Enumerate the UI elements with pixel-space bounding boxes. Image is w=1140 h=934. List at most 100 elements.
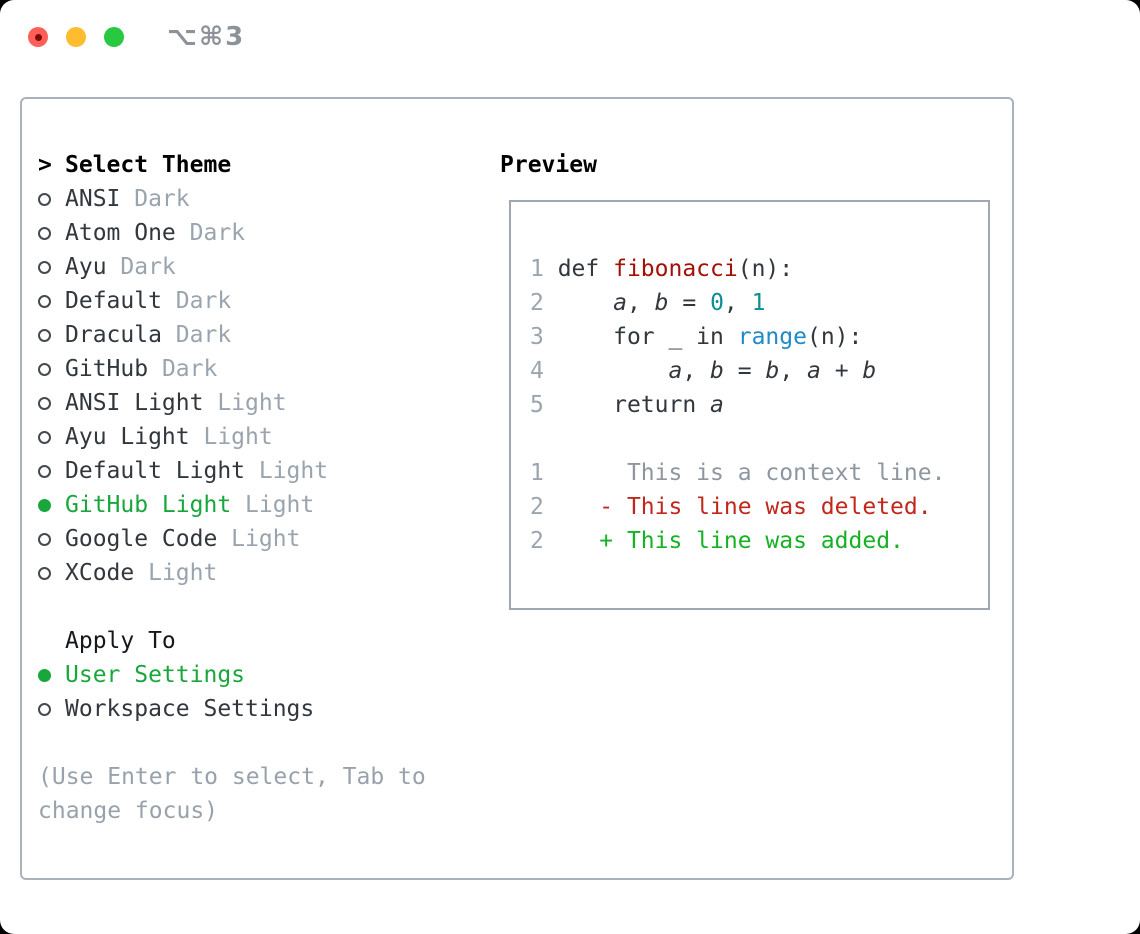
keyboard-shortcut-label: ⌥⌘3: [167, 22, 246, 52]
radio-icon: [38, 226, 51, 240]
unsaved-dot-icon: [34, 33, 42, 41]
prompt-caret-icon: >: [38, 152, 52, 178]
theme-name: Ayu Light: [65, 424, 190, 450]
theme-name: Default Light: [65, 458, 246, 484]
theme-option-dracula[interactable]: Dracula Dark: [38, 318, 478, 352]
code-token: =: [668, 290, 711, 316]
theme-variant: Dark: [161, 322, 232, 348]
theme-option-ansi-light[interactable]: ANSI Light Light: [38, 386, 478, 420]
theme-name: GitHub: [65, 356, 149, 382]
theme-name: ANSI Light: [65, 390, 204, 416]
code-token: a: [668, 358, 683, 384]
code-line: 4 a, b = b, a + b: [530, 354, 945, 388]
radio-marker: [38, 668, 65, 682]
theme-variant: Light: [231, 492, 315, 518]
radio-marker: [38, 532, 65, 546]
theme-option-ansi[interactable]: ANSI Dark: [38, 182, 478, 216]
radio-icon: [38, 328, 51, 342]
code-line: 5 return a: [530, 388, 945, 422]
radio-icon: [38, 532, 51, 546]
code-line: 1 def fibonacci(n):: [530, 252, 945, 286]
theme-variant: Light: [217, 526, 301, 552]
spacer-row: [38, 726, 478, 760]
theme-name: GitHub Light: [65, 492, 232, 518]
theme-variant: Light: [245, 458, 329, 484]
code-token: a: [613, 290, 627, 316]
theme-option-default[interactable]: Default Dark: [38, 284, 478, 318]
code-token: This is a context line.: [557, 460, 946, 486]
radio-icon: [38, 294, 51, 308]
line-number: 2: [530, 290, 558, 316]
radio-marker: [38, 396, 65, 410]
code-line: 2 - This line was deleted.: [530, 490, 945, 524]
theme-variant: Light: [203, 390, 287, 416]
radio-marker: [38, 328, 65, 342]
radio-marker: [38, 702, 65, 716]
theme-option-ayu[interactable]: Ayu Dark: [38, 250, 478, 284]
radio-marker: [38, 464, 65, 478]
code-token: + This line was added.: [557, 528, 904, 554]
hint-text: (Use Enter to select, Tab to change focu…: [38, 764, 440, 824]
line-number: 2: [530, 528, 558, 554]
theme-option-atom-one[interactable]: Atom One Dark: [38, 216, 478, 250]
theme-name: Dracula: [65, 322, 162, 348]
code-token: =: [723, 358, 766, 384]
code-token: def: [557, 256, 614, 282]
line-number: 3: [530, 324, 558, 350]
apply-to-title: Apply To: [65, 628, 176, 654]
code-line: [530, 422, 945, 456]
code-token: a: [710, 392, 724, 418]
preview-title: Preview: [500, 152, 597, 178]
radio-icon: [38, 362, 51, 376]
theme-option-ayu-light[interactable]: Ayu Light Light: [38, 420, 478, 454]
theme-option-xcode[interactable]: XCode Light: [38, 556, 478, 590]
radio-icon: [38, 396, 51, 410]
preview-box: 1 def fibonacci(n): 2 a, b = 0, 1 3 for _ …: [509, 200, 990, 610]
theme-name: Atom One: [65, 220, 176, 246]
zoom-button[interactable]: [104, 27, 124, 47]
radio-icon: [38, 464, 51, 478]
theme-option-default-light[interactable]: Default Light Light: [38, 454, 478, 488]
line-number: 5: [530, 392, 558, 418]
apply-option-user-settings[interactable]: User Settings: [38, 658, 478, 692]
line-number: 1: [530, 460, 558, 486]
radio-selected-icon: [38, 498, 51, 512]
theme-variant: Light: [189, 424, 273, 450]
code-token: ,: [723, 290, 752, 316]
code-token: for _ in: [557, 324, 738, 350]
code-token: ,: [779, 358, 808, 384]
code-token: (n):: [737, 256, 794, 282]
code-token: 0: [710, 290, 724, 316]
radio-selected-icon: [38, 668, 51, 682]
theme-variant: Dark: [106, 254, 176, 280]
code-token: a: [807, 358, 821, 384]
code-token: b: [765, 358, 780, 384]
code-line: 3 for _ in range(n):: [530, 320, 945, 354]
radio-icon: [38, 260, 51, 274]
code-preview: 1 def fibonacci(n): 2 a, b = 0, 1 3 for _ …: [530, 252, 945, 558]
code-token: [558, 358, 669, 384]
theme-option-github[interactable]: GitHub Dark: [38, 352, 478, 386]
radio-icon: [38, 430, 51, 444]
theme-option-github-light[interactable]: GitHub Light Light: [38, 488, 478, 522]
radio-icon: [38, 702, 51, 716]
minimize-button[interactable]: [66, 27, 86, 47]
apply-option-workspace-settings[interactable]: Workspace Settings: [38, 692, 478, 726]
titlebar: ⌥⌘3: [0, 0, 1140, 70]
radio-marker: [38, 294, 65, 308]
select-theme-header-row: > Select Theme: [38, 148, 478, 182]
radio-icon: [38, 192, 51, 206]
theme-variant: Dark: [148, 356, 218, 382]
theme-option-google-code[interactable]: Google Code Light: [38, 522, 478, 556]
theme-name: ANSI: [65, 186, 121, 212]
radio-marker: [38, 498, 65, 512]
close-button[interactable]: [28, 27, 48, 47]
radio-marker: [38, 260, 65, 274]
theme-variant: Dark: [161, 288, 232, 314]
code-token: range: [737, 324, 807, 350]
code-token: - This line was deleted.: [557, 494, 932, 520]
